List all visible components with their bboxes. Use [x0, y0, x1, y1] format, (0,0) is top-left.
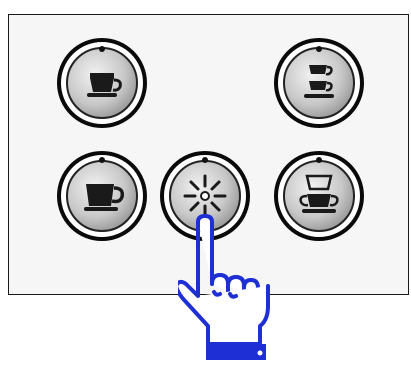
- pointing-hand-icon: [178, 214, 278, 362]
- steam-icon: [185, 176, 225, 216]
- indicator-light: [99, 46, 105, 52]
- one-coffee-button[interactable]: [56, 150, 148, 242]
- indicator-light: [99, 157, 105, 163]
- two-coffees-button[interactable]: [273, 150, 365, 242]
- indicator-light: [316, 157, 322, 163]
- indicator-light: [202, 157, 208, 163]
- indicator-light: [316, 46, 322, 52]
